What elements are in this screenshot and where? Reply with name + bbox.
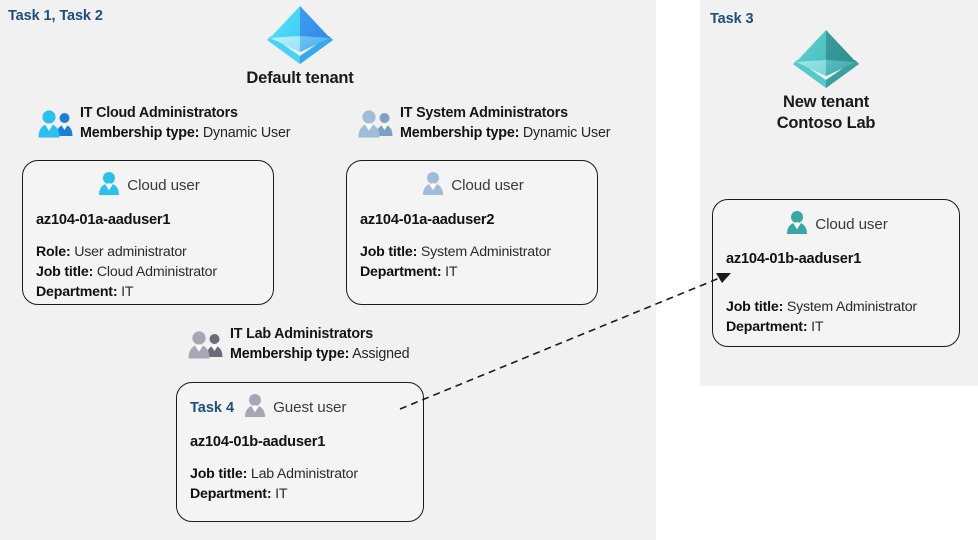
group-meta-label: Membership type: <box>230 346 350 363</box>
card-prop-department: Department: IT <box>726 317 946 337</box>
card-user-name: az104-01b-aaduser1 <box>190 434 326 450</box>
card-user-type: Cloud user <box>451 177 524 194</box>
user-card-aaduser1b-guest[interactable]: Task 4 Guest user az104-01b-aaduser1 Job… <box>176 382 424 522</box>
prop-label: Job title: <box>36 264 94 281</box>
prop-label: Department: <box>726 319 808 336</box>
prop-value: IT <box>811 319 824 336</box>
card-user-name: az104-01a-aaduser2 <box>360 212 495 228</box>
person-icon <box>96 170 122 201</box>
card-user-name: az104-01a-aaduser1 <box>36 212 171 228</box>
group-membership-type: Membership type: Dynamic User <box>400 123 610 143</box>
card-properties: Job title: System Administrator Departme… <box>360 242 584 282</box>
group-meta-value: Dynamic User <box>522 125 611 142</box>
card-properties: Job title: System Administrator Departme… <box>726 297 946 337</box>
group-membership-type: Membership type: Dynamic User <box>80 123 290 143</box>
card-prop-role: Role: User administrator <box>36 242 260 262</box>
card-prop-department: Department: IT <box>190 484 410 504</box>
new-tenant-block: New tenant Contoso Lab <box>726 26 926 134</box>
card-user-type: Cloud user <box>815 216 888 233</box>
card-header: Cloud user <box>726 209 946 240</box>
group-it-lab-administrators: IT Lab Administrators Membership type: A… <box>186 324 410 366</box>
default-tenant-block: Default tenant <box>200 2 400 89</box>
card-prop-department: Department: IT <box>360 262 584 282</box>
group-users-icon <box>36 108 76 145</box>
prop-value: Cloud Administrator <box>96 264 217 281</box>
group-meta-value: Dynamic User <box>202 125 291 142</box>
card-prop-job-title: Job title: Cloud Administrator <box>36 262 260 282</box>
person-icon <box>420 170 446 201</box>
card-header: Cloud user <box>36 170 260 201</box>
group-membership-type: Membership type: Assigned <box>230 344 410 364</box>
prop-label: Department: <box>190 486 272 503</box>
prop-value: IT <box>445 264 458 281</box>
new-tenant-name: New tenant Contoso Lab <box>776 93 876 133</box>
prop-value: Lab Administrator <box>250 466 358 482</box>
task-label-3: Task 3 <box>710 11 754 27</box>
user-card-aaduser2-cloud[interactable]: Cloud user az104-01a-aaduser2 Job title:… <box>346 160 598 305</box>
card-user-name: az104-01b-aaduser1 <box>726 251 862 267</box>
prop-value: IT <box>275 486 288 503</box>
azure-ad-tenant-icon <box>726 26 926 92</box>
prop-label: Department: <box>360 264 442 281</box>
user-card-aaduser1-cloud[interactable]: Cloud user az104-01a-aaduser1 Role: User… <box>22 160 274 305</box>
person-icon <box>242 392 268 423</box>
task-label-1-2: Task 1, Task 2 <box>8 8 103 24</box>
user-card-aaduser1b-cloud[interactable]: Cloud user az104-01b-aaduser1 Job title:… <box>712 199 960 347</box>
card-user-type: Cloud user <box>127 177 200 194</box>
group-meta-value: Assigned <box>352 346 410 363</box>
group-meta-label: Membership type: <box>80 125 200 142</box>
card-prop-job-title: Job title: System Administrator <box>726 297 946 317</box>
prop-value: IT <box>121 284 134 301</box>
prop-value: System Administrator <box>786 299 917 315</box>
prop-label: Job title: <box>190 466 248 482</box>
prop-label: Role: <box>36 244 71 260</box>
group-users-icon <box>186 329 226 366</box>
card-user-type: Guest user <box>273 399 347 416</box>
card-properties: Role: User administrator Job title: Clou… <box>36 242 260 302</box>
card-prop-department: Department: IT <box>36 282 260 302</box>
card-prop-job-title: Job title: Lab Administrator <box>190 464 410 484</box>
group-meta-label: Membership type: <box>400 125 520 142</box>
prop-value: User administrator <box>74 244 187 260</box>
person-icon <box>784 209 810 240</box>
prop-value: System Administrator <box>420 244 551 260</box>
group-name: IT Lab Administrators <box>230 326 374 342</box>
group-it-cloud-administrators: IT Cloud Administrators Membership type:… <box>36 103 290 145</box>
prop-label: Department: <box>36 284 118 301</box>
prop-label: Job title: <box>726 299 784 315</box>
prop-label: Job title: <box>360 244 418 260</box>
default-tenant-name: Default tenant <box>246 69 354 87</box>
card-properties: Job title: Lab Administrator Department:… <box>190 464 410 504</box>
card-prop-job-title: Job title: System Administrator <box>360 242 584 262</box>
card-task-label: Task 4 <box>190 399 235 416</box>
card-header: Task 4 Guest user <box>190 392 410 423</box>
group-users-icon <box>356 108 396 145</box>
group-name: IT System Administrators <box>400 105 568 121</box>
group-name: IT Cloud Administrators <box>80 105 238 121</box>
card-header: Cloud user <box>360 170 584 201</box>
group-it-system-administrators: IT System Administrators Membership type… <box>356 103 610 145</box>
azure-ad-tenant-icon <box>200 2 400 68</box>
